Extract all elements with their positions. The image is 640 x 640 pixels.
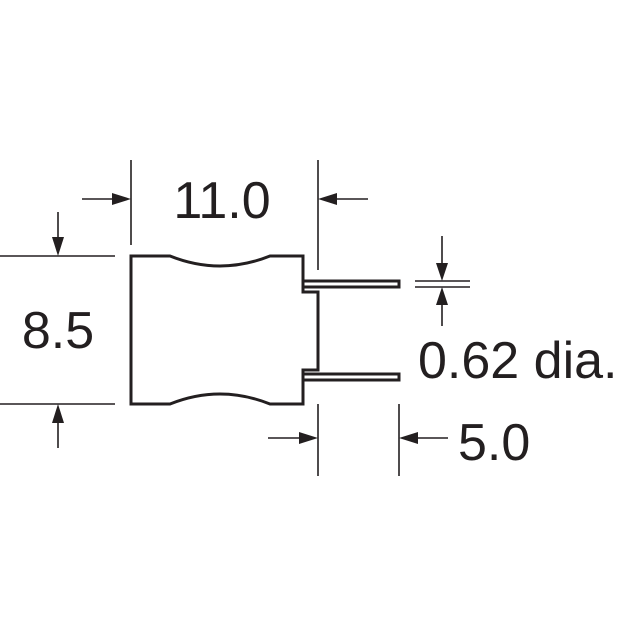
lead-top: [303, 279, 401, 289]
height-label: 8.5: [22, 302, 94, 360]
component-body: [129, 254, 320, 406]
lead-diameter-dimension: 0.62 dia.: [415, 236, 618, 390]
lead-bottom: [303, 372, 401, 382]
height-dimension: 8.5: [0, 212, 115, 448]
lead-spacing-label: 5.0: [458, 414, 530, 472]
lead-spacing-dimension: 5.0: [268, 404, 530, 476]
width-label: 11.0: [173, 172, 270, 230]
width-dimension: 11.0: [82, 160, 368, 270]
lead-diameter-label: 0.62 dia.: [418, 332, 618, 390]
